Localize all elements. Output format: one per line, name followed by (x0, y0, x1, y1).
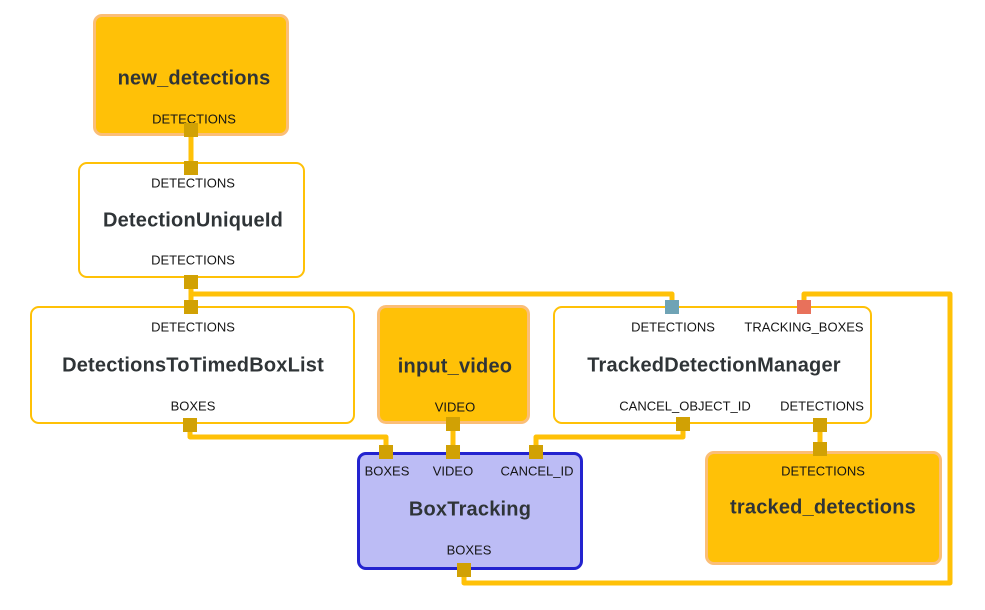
port-connector-manager-detections-out[interactable] (813, 418, 827, 432)
port-connector-timedboxlist-detections-in[interactable] (184, 300, 198, 314)
edge-timedboxlist-to-boxtracking-boxes[interactable] (187, 425, 389, 452)
node-input-video[interactable]: input_video VIDEO (377, 305, 530, 424)
output-port-label-cancel-object-id: CANCEL_OBJECT_ID (619, 398, 751, 414)
edge-manager-cancel-to-boxtracking-cancelid[interactable] (533, 424, 686, 452)
edge-boxtracking-boxes-to-manager-trackingboxes[interactable] (461, 291, 953, 586)
port-connector-boxtracking-video-in[interactable] (446, 445, 460, 459)
output-port-label-boxes: BOXES (170, 398, 216, 414)
input-port-label-video: VIDEO (432, 463, 474, 479)
node-title: DetectionUniqueId (102, 209, 284, 232)
port-connector-boxtracking-boxes-out[interactable] (457, 563, 471, 577)
output-port-label-boxes: BOXES (446, 542, 492, 558)
node-title: tracked_detections (730, 496, 916, 519)
port-connector-boxtracking-cancelid-in[interactable] (529, 445, 543, 459)
port-connector-newdetections-out[interactable] (184, 123, 198, 137)
node-detection-unique-id[interactable]: DETECTIONS DetectionUniqueId DETECTIONS (78, 162, 305, 278)
port-connector-uniqueid-detections-out[interactable] (184, 275, 198, 289)
node-detections-to-timed-box-list[interactable]: DETECTIONS DetectionsToTimedBoxList BOXE… (30, 306, 355, 424)
port-connector-manager-detections-in[interactable] (665, 300, 679, 314)
node-new-detections[interactable]: new_detections DETECTIONS (93, 14, 289, 136)
port-connector-boxtracking-boxes-in[interactable] (379, 445, 393, 459)
input-port-label-cancel-id: CANCEL_ID (500, 463, 574, 479)
node-title: BoxTracking (408, 498, 532, 521)
port-connector-trackeddetections-in[interactable] (813, 442, 827, 456)
input-port-label-tracking-boxes: TRACKING_BOXES (744, 319, 864, 335)
port-connector-manager-trackingboxes-in[interactable] (797, 300, 811, 314)
node-title: input_video (397, 355, 513, 378)
port-connector-inputvideo-video-out[interactable] (446, 417, 460, 431)
output-port-label-detections: DETECTIONS (780, 398, 864, 414)
node-tracked-detections[interactable]: DETECTIONS tracked_detections (705, 451, 942, 565)
node-title: new_detections (117, 67, 271, 90)
node-box-tracking[interactable]: BOXES VIDEO CANCEL_ID BoxTracking BOXES (357, 452, 583, 570)
output-port-label-detections: DETECTIONS (152, 111, 236, 127)
output-port-label-detections: DETECTIONS (151, 252, 235, 268)
port-connector-manager-cancelobjectid-out[interactable] (676, 417, 690, 431)
port-connector-timedboxlist-boxes-out[interactable] (183, 418, 197, 432)
input-port-label-detections: DETECTIONS (151, 319, 235, 335)
output-port-label-video: VIDEO (434, 399, 476, 415)
input-port-label-detections: DETECTIONS (631, 319, 715, 335)
input-port-label-boxes: BOXES (364, 463, 410, 479)
node-title: DetectionsToTimedBoxList (62, 354, 324, 377)
node-tracked-detection-manager[interactable]: DETECTIONS TRACKING_BOXES TrackedDetecti… (553, 306, 872, 424)
input-port-label-detections: DETECTIONS (781, 463, 865, 479)
node-title: TrackedDetectionManager (587, 354, 841, 377)
input-port-label-detections: DETECTIONS (151, 175, 235, 191)
port-connector-uniqueid-detections-in[interactable] (184, 161, 198, 175)
